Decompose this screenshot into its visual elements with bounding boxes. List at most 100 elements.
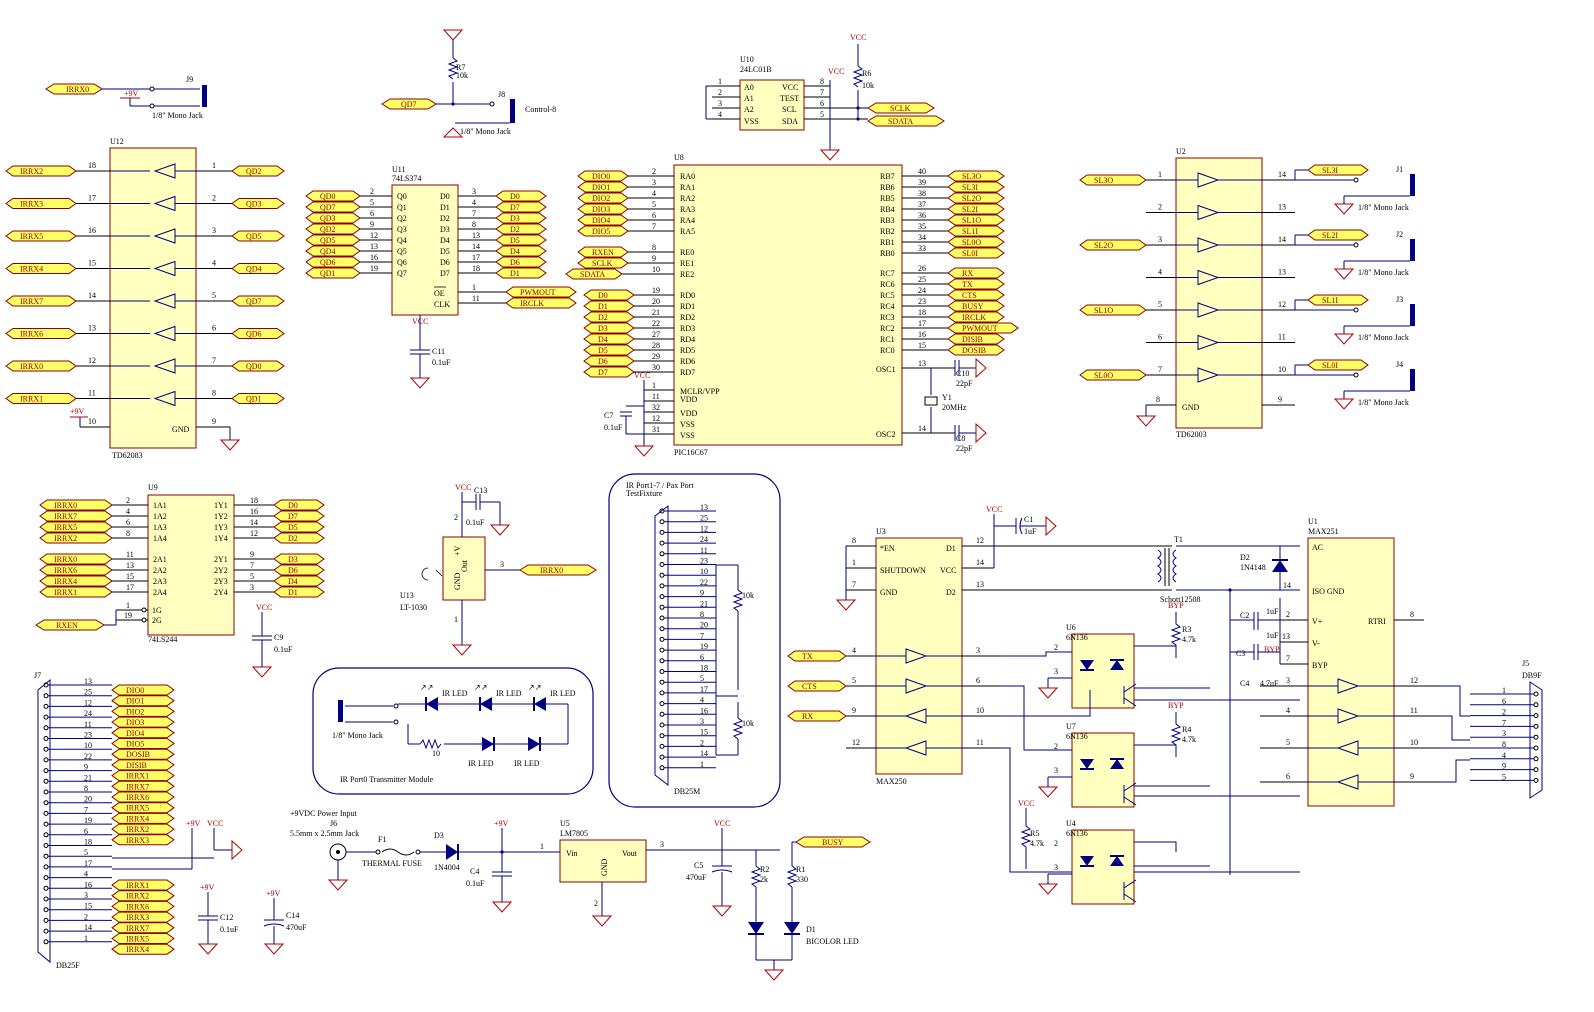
- net-label: IRCLK: [947, 311, 1005, 323]
- svg-text:Q7: Q7: [397, 269, 407, 278]
- chip-u1: U1 MAX251 AC ISO GND V+ V- BYP RTRI 2 13…: [1228, 517, 1424, 875]
- svg-text:A0: A0: [744, 83, 754, 92]
- net-label: D4: [273, 575, 325, 587]
- svg-text:RA3: RA3: [680, 205, 695, 214]
- svg-text:27: 27: [652, 330, 660, 339]
- jack-j9: IRRX0 +9V J9 1/8" Mono Jack: [45, 75, 207, 120]
- svg-text:14: 14: [700, 749, 708, 758]
- svg-text:14: 14: [1278, 235, 1286, 244]
- svg-text:34: 34: [918, 233, 926, 242]
- svg-text:R5: R5: [1030, 829, 1039, 838]
- svg-text:U11: U11: [392, 165, 405, 174]
- svg-text:VCC: VCC: [1018, 799, 1034, 808]
- svg-text:TestFixture: TestFixture: [626, 489, 663, 498]
- svg-text:1: 1: [84, 934, 88, 943]
- net-label: DIO2: [111, 705, 175, 717]
- svg-text:37: 37: [918, 200, 926, 209]
- svg-text:+9V: +9V: [186, 819, 201, 828]
- svg-text:RA1: RA1: [680, 183, 695, 192]
- svg-text:D4: D4: [288, 577, 298, 586]
- svg-text:IRRX2: IRRX2: [126, 825, 149, 834]
- net-label: QD5: [231, 230, 285, 242]
- net-label: D0: [495, 190, 547, 202]
- svg-text:SHUTDOWN: SHUTDOWN: [880, 566, 926, 575]
- svg-text:7: 7: [472, 209, 476, 218]
- svg-text:D1: D1: [598, 302, 608, 311]
- net-label: IRRX4: [39, 575, 113, 587]
- svg-text:U5: U5: [560, 819, 570, 828]
- svg-text:1A2: 1A2: [153, 512, 167, 521]
- svg-text:U9: U9: [148, 483, 158, 492]
- svg-text:OSC2: OSC2: [876, 430, 896, 439]
- net-label: D1: [583, 300, 635, 312]
- net-label: IRRX5: [39, 521, 113, 533]
- svg-text:Vout: Vout: [622, 849, 638, 858]
- net-label: DIO3: [577, 203, 629, 215]
- jack-label: 1/8" Mono Jack: [1358, 333, 1409, 342]
- svg-text:VSS: VSS: [680, 420, 695, 429]
- svg-text:7: 7: [250, 561, 254, 570]
- svg-text:1G: 1G: [152, 606, 162, 615]
- svg-text:1: 1: [700, 760, 704, 769]
- svg-text:12: 12: [700, 524, 708, 533]
- svg-text:3: 3: [84, 891, 88, 900]
- svg-text:D2: D2: [598, 313, 608, 322]
- svg-text:5: 5: [852, 676, 856, 685]
- svg-text:D5: D5: [510, 236, 520, 245]
- svg-text:QD0: QD0: [320, 192, 336, 201]
- net-label: IRRX2: [111, 823, 175, 835]
- svg-text:22: 22: [84, 752, 92, 761]
- svg-text:3: 3: [1158, 235, 1162, 244]
- svg-text:470uF: 470uF: [686, 873, 707, 882]
- svg-text:D2: D2: [1240, 553, 1250, 562]
- svg-text:31: 31: [652, 425, 660, 434]
- svg-text:IRRX0: IRRX0: [20, 362, 43, 371]
- svg-text:DIO0: DIO0: [592, 172, 610, 181]
- svg-text:2: 2: [212, 194, 216, 203]
- svg-text:CLK: CLK: [434, 300, 450, 309]
- svg-text:36: 36: [918, 211, 926, 220]
- svg-text:D5: D5: [288, 523, 298, 532]
- net-label: IRRX4: [111, 943, 175, 955]
- net-label: IRCLK: [505, 297, 577, 309]
- svg-text:+9V: +9V: [266, 889, 281, 898]
- svg-text:23: 23: [84, 731, 92, 740]
- svg-text:DISIB: DISIB: [962, 335, 983, 344]
- svg-text:D6: D6: [598, 357, 608, 366]
- svg-text:1uF: 1uF: [1266, 631, 1279, 640]
- svg-text:14: 14: [88, 291, 96, 300]
- svg-text:D3: D3: [434, 831, 444, 840]
- svg-text:U7: U7: [1066, 722, 1076, 731]
- svg-text:D2: D2: [510, 225, 520, 234]
- svg-text:RE1: RE1: [680, 259, 694, 268]
- svg-text:TD62083: TD62083: [112, 451, 143, 460]
- svg-text:1: 1: [1502, 686, 1506, 695]
- chip-u13: Out GND +V U13 LT-1030 VCC 2 C13 0.1uF 3…: [400, 483, 597, 656]
- svg-text:DIO0: DIO0: [126, 686, 144, 695]
- svg-text:18: 18: [918, 308, 926, 317]
- net-label: IRRX2: [39, 532, 113, 544]
- svg-text:IRRX6: IRRX6: [54, 566, 77, 575]
- svg-text:13: 13: [1278, 268, 1286, 277]
- svg-text:J5: J5: [1522, 659, 1529, 668]
- svg-text:74LS374: 74LS374: [392, 174, 421, 183]
- svg-text:8: 8: [1156, 395, 1160, 404]
- svg-text:RC6: RC6: [880, 280, 895, 289]
- svg-text:SL3O: SL3O: [1094, 176, 1113, 185]
- net-label: DIO0: [111, 684, 175, 696]
- svg-text:5: 5: [212, 291, 216, 300]
- svg-text:11: 11: [88, 389, 96, 398]
- svg-text:SL2O: SL2O: [1094, 241, 1113, 250]
- svg-text:1A1: 1A1: [153, 501, 167, 510]
- net-label: IRRX5: [111, 933, 175, 944]
- svg-text:28: 28: [652, 341, 660, 350]
- svg-text:IRRX7: IRRX7: [54, 512, 77, 521]
- svg-text:C1: C1: [1024, 515, 1033, 524]
- svg-text:D2: D2: [946, 588, 956, 597]
- svg-text:QD4: QD4: [320, 247, 336, 256]
- svg-text:LT-1030: LT-1030: [400, 603, 427, 612]
- svg-text:2: 2: [1286, 610, 1290, 619]
- net-label: IRRX7: [111, 780, 175, 792]
